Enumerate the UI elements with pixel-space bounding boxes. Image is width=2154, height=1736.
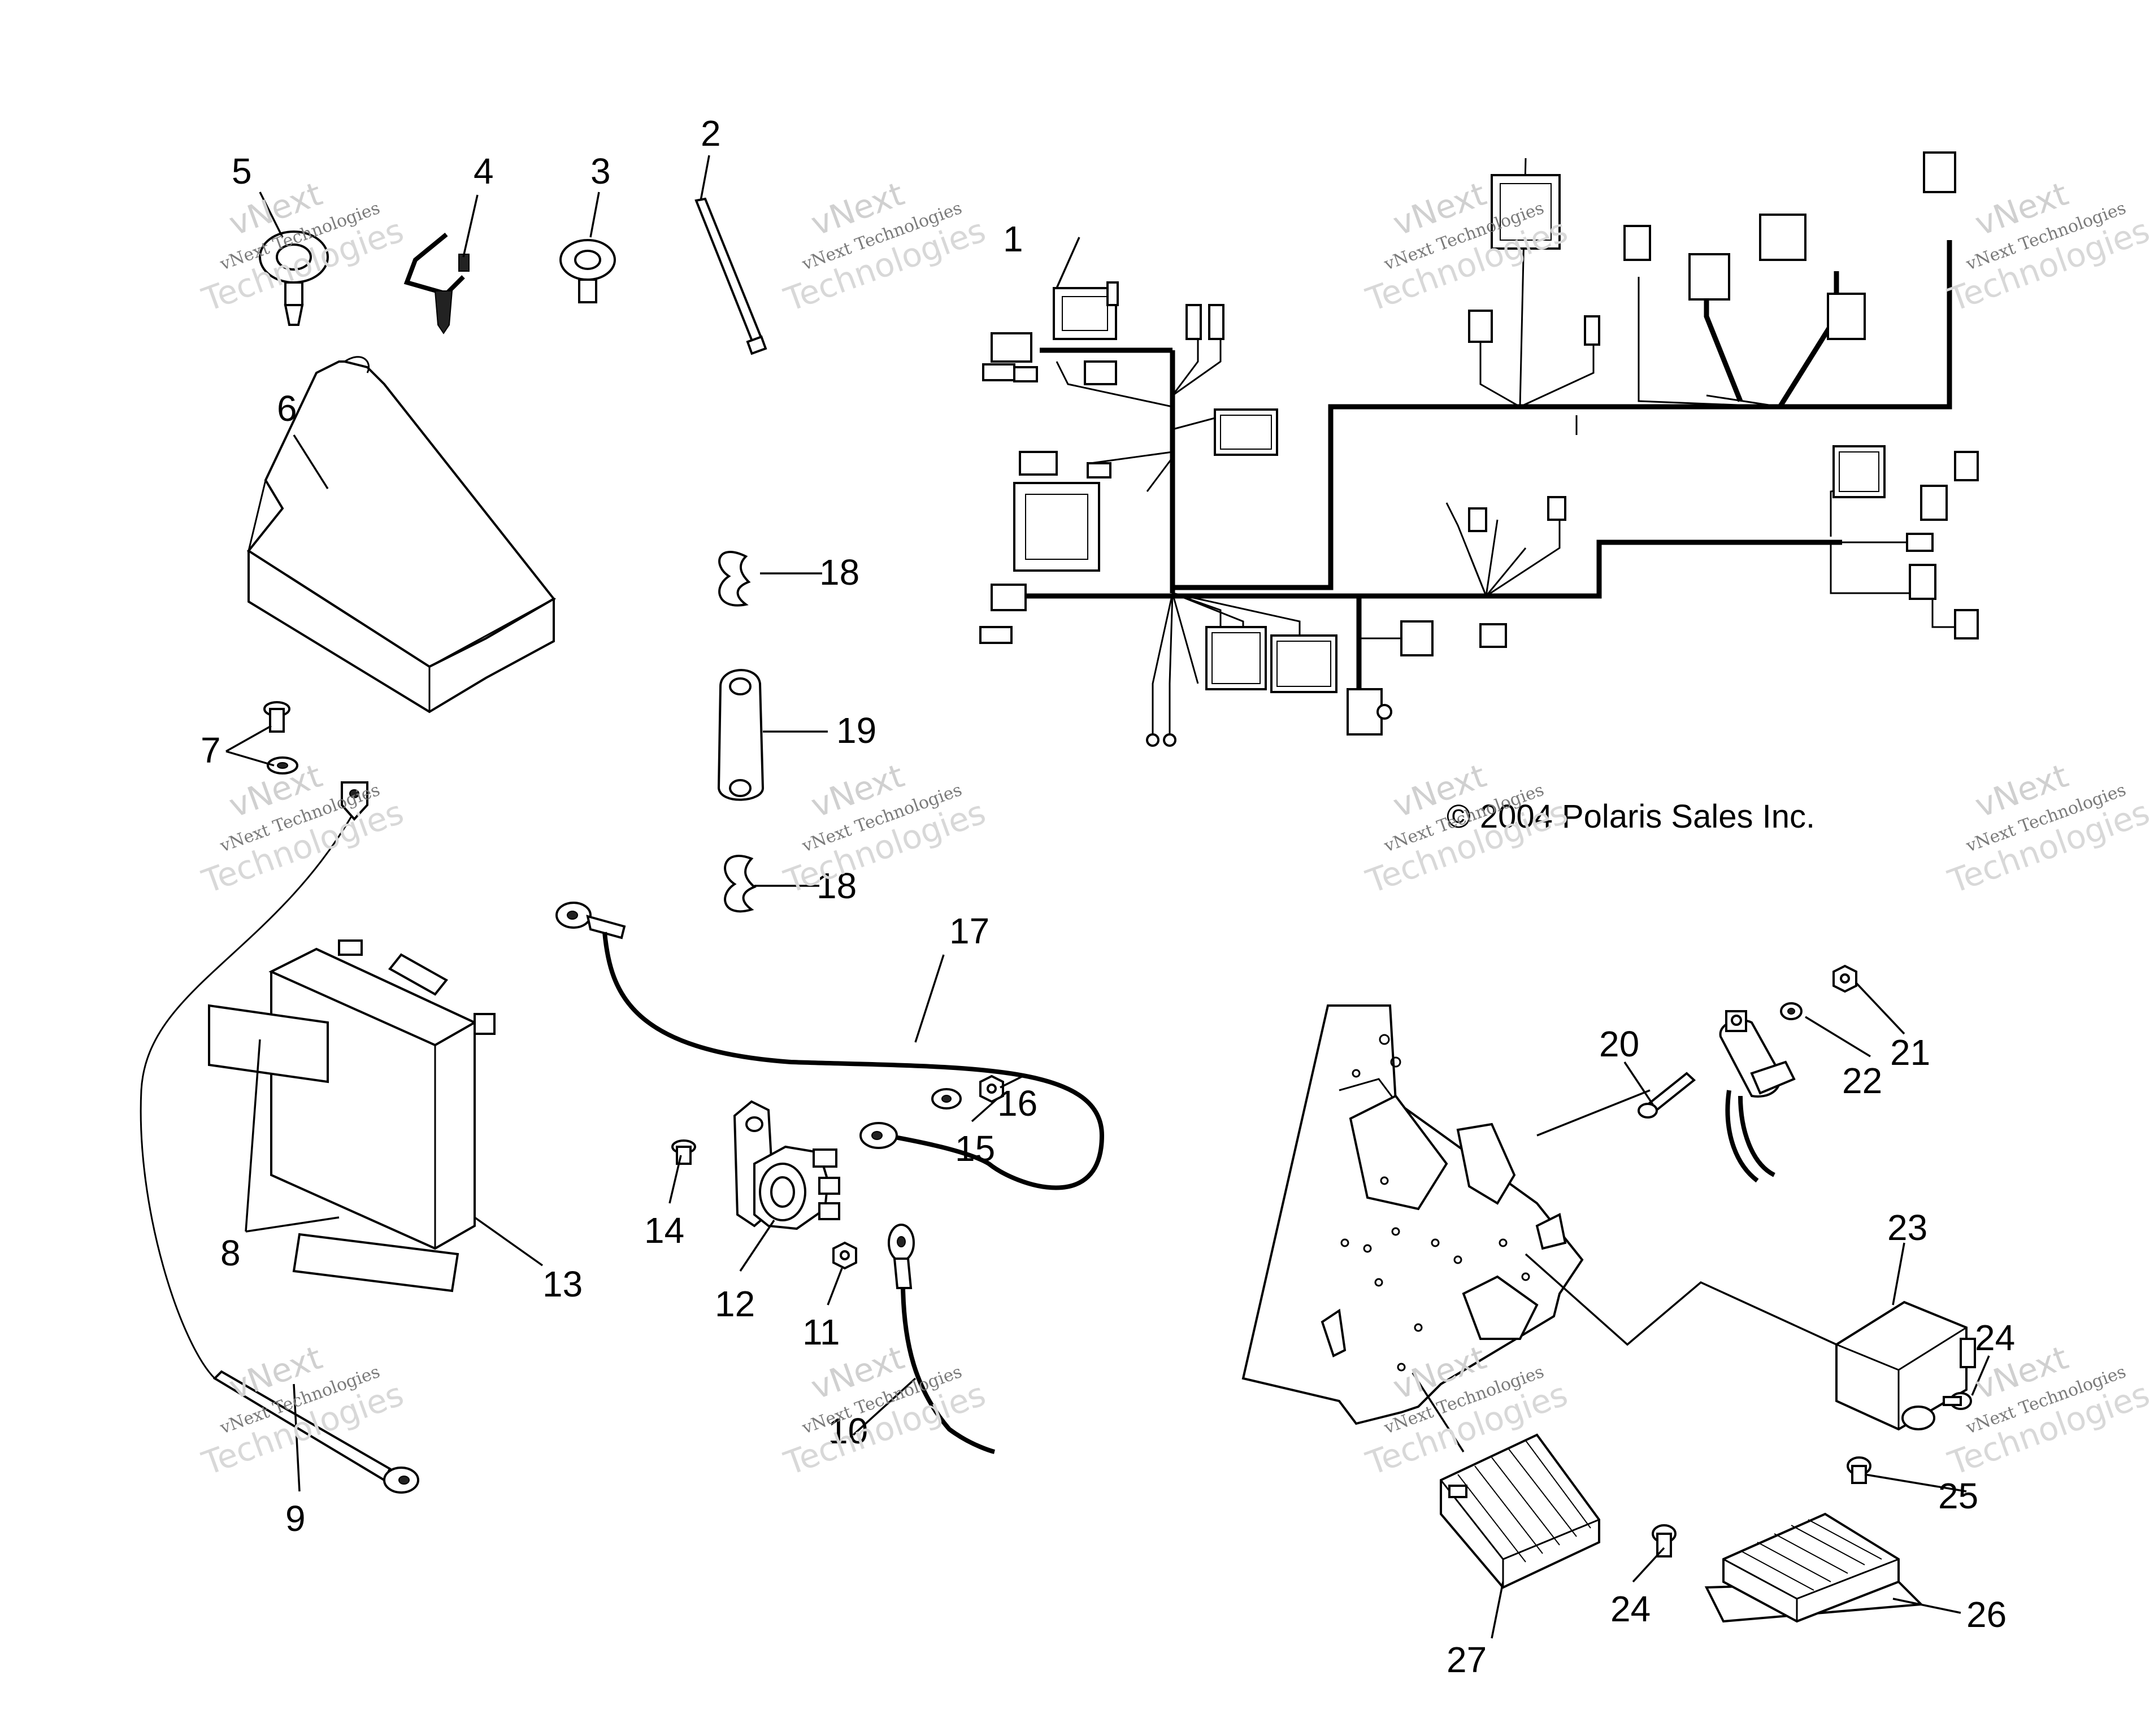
part-24-screw-lower[interactable] [1652,1524,1677,1557]
part-9-cable[interactable] [140,781,419,1494]
watermark: vNext vNext Technologies Technologies [1943,756,2154,901]
part-5-clip[interactable] [259,230,329,326]
callout-19[interactable]: 19 [836,710,876,751]
plate-leader-to-27 [1412,1372,1465,1452]
part-24-screw-upper[interactable] [1943,1392,1972,1410]
plate-leader-to-23 [1525,1253,1837,1346]
callout-8[interactable]: 8 [220,1233,241,1273]
mounting-plate[interactable] [1241,1004,1584,1425]
part-16-nut[interactable] [979,1074,1004,1103]
callout-24-lower[interactable]: 24 [1610,1589,1651,1629]
part-18-grommet-upper[interactable] [718,551,751,607]
callout-10[interactable]: 10 [828,1411,868,1451]
watermark: vNext vNext Technologies Technologies [197,1338,408,1483]
callout-15[interactable]: 15 [955,1128,995,1169]
part-14-bolt[interactable] [671,1139,696,1165]
part-8-labels[interactable] [208,1004,459,1293]
part-2-cable-tie[interactable] [694,197,767,355]
part-25-screw[interactable] [1847,1456,1871,1484]
plate-leader-to-20 [1536,1089,1651,1137]
callout-21[interactable]: 21 [1890,1032,1930,1073]
part-19-bracket[interactable] [717,669,765,801]
callout-18-lower[interactable]: 18 [817,865,857,906]
part-12-solenoid[interactable] [733,1100,840,1230]
part-23-module[interactable] [1835,1300,1976,1431]
callouts: 1 2 3 4 5 6 7 8 9 10 11 12 13 14 15 16 1… [201,113,2015,1680]
part-27-regulator[interactable] [1440,1433,1600,1589]
part-13-battery[interactable] [268,939,496,1250]
part-6-battery-cover[interactable] [246,356,557,713]
callout-12[interactable]: 12 [715,1283,755,1324]
watermark: vNext vNext Technologies Technologies [779,175,990,319]
part-4-hook-clip[interactable] [403,232,470,334]
callout-27[interactable]: 27 [1447,1639,1487,1680]
callout-14[interactable]: 14 [644,1210,684,1251]
part-11-nut[interactable] [832,1241,857,1270]
part-22-washer[interactable] [1780,1002,1803,1020]
callout-13[interactable]: 13 [542,1264,583,1304]
watermark: vNext vNext Technologies Technologies [779,1338,990,1483]
part-18-grommet-lower[interactable] [724,855,757,913]
callout-24-upper[interactable]: 24 [1975,1317,2015,1358]
callout-18-upper[interactable]: 18 [819,552,859,593]
callout-26[interactable]: 26 [1966,1594,2007,1635]
part-3-clip[interactable] [559,239,616,303]
part-26-regulator[interactable] [1704,1512,1924,1623]
callout-23[interactable]: 23 [1887,1207,1927,1248]
callout-3[interactable]: 3 [590,151,611,192]
callout-17[interactable]: 17 [949,911,989,951]
callout-16[interactable]: 16 [997,1083,1037,1124]
callout-5[interactable]: 5 [232,151,252,192]
callout-22[interactable]: 22 [1842,1060,1882,1101]
callout-11[interactable]: 11 [802,1312,840,1352]
callout-20[interactable]: 20 [1599,1024,1639,1064]
part-7-screw-washer[interactable] [263,701,298,775]
part-15-washer[interactable] [931,1088,962,1110]
callout-7[interactable]: 7 [201,730,221,771]
copyright-text: © 2004 Polaris Sales Inc. [1447,798,1815,835]
callout-4[interactable]: 4 [474,151,494,192]
part-21-nut[interactable] [1832,964,1857,993]
part-10-cable[interactable] [888,1224,996,1454]
part-20-bolt[interactable] [1638,1072,1696,1119]
callout-6[interactable]: 6 [277,388,297,429]
watermark: vNext vNext Technologies Technologies [1943,175,2154,319]
callout-1[interactable]: 1 [1003,219,1023,259]
part-1-wiring-harness[interactable] [979,151,1979,747]
callout-9[interactable]: 9 [285,1498,306,1539]
callout-2[interactable]: 2 [701,113,721,154]
ignition-coil-assy[interactable] [1719,1010,1796,1183]
watermark: vNext vNext Technologies Technologies [779,756,990,901]
watermark: vNext vNext Technologies Technologies [1361,756,1572,901]
callout-25[interactable]: 25 [1938,1476,1978,1516]
leader-lines [225,155,1990,1639]
part-17-cable[interactable] [555,902,1105,1190]
